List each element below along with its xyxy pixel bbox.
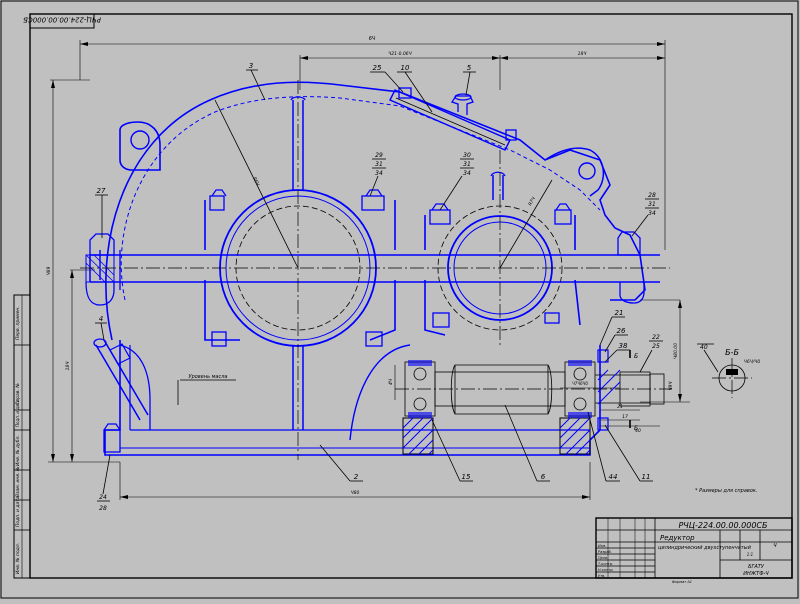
title-scale: 1:1 xyxy=(747,552,753,557)
cut-marks: Б Б xyxy=(629,350,638,432)
section-label: Б-Б xyxy=(725,348,739,357)
title-row: Т.контр. xyxy=(598,562,613,566)
dim-right-height: Ч80.00 xyxy=(673,343,679,359)
housing-cover xyxy=(99,81,646,341)
pos-34a: 34 xyxy=(375,170,383,177)
position-callouts: 3 25 10 5 27 29 31 34 30 31 34 28 31 34 … xyxy=(95,62,663,512)
title-row: Н.контр. xyxy=(598,568,614,572)
pos-31c: 31 xyxy=(648,201,656,208)
pos-30: 30 xyxy=(463,152,471,159)
cut-mark-label: Б xyxy=(634,425,638,432)
title-sheet: Ч xyxy=(773,543,777,549)
title-row: Изм. xyxy=(598,544,606,548)
pos-4: 4 xyxy=(99,315,103,323)
dim-top-right: 18Ч xyxy=(578,51,587,57)
pos-21: 21 xyxy=(615,309,624,317)
pos-11: 11 xyxy=(642,473,651,481)
title-row: Утв. xyxy=(598,574,605,578)
pos-5: 5 xyxy=(467,64,472,72)
dim-bearing: 4Ч xyxy=(388,379,394,385)
pos-38: 38 xyxy=(619,342,628,350)
pos-28a: 28 xyxy=(648,192,656,199)
pos-34c: 34 xyxy=(648,210,656,217)
title-block: РЧЦ-224.00.00.000СБ Редуктор цилиндричес… xyxy=(595,517,793,584)
title-row: Разраб. xyxy=(598,550,612,554)
title-name: Редуктор xyxy=(660,534,695,542)
pos-29: 29 xyxy=(375,152,383,159)
strip-label: Подп. и дата xyxy=(15,496,21,527)
pos-3: 3 xyxy=(249,62,253,70)
dim-height-left: Ч89 xyxy=(46,266,52,275)
strip-label: Подп. и дата xyxy=(15,399,20,427)
dim-radius-small: R7Ч xyxy=(527,196,537,207)
section-view: Б-Б Ч6Ч/Ч0 40 xyxy=(697,343,761,398)
cover-ribs xyxy=(290,96,506,200)
bearing-bosses xyxy=(204,189,581,347)
pos-15: 15 xyxy=(462,473,471,481)
strip-label: Инв. № дубл. xyxy=(15,435,21,466)
dimension-texts: 6Ч Ч21-0.06Ч 18Ч Ч89 18Ч R6Ч R7Ч Ч80.00 … xyxy=(46,36,758,496)
note-text: * Размеры для справок. xyxy=(695,488,758,494)
cut-mark-label: Б xyxy=(634,353,638,360)
corner-stamp: РЧЦ-224.00.00.000СБ xyxy=(23,16,101,24)
dim-shaft: Ч7Ч6Ч0 xyxy=(572,381,588,386)
title-org: БГАТУ xyxy=(748,564,765,570)
title-org-group: ИНЖТФ-Ч xyxy=(743,571,769,577)
dim-height-mid: 18Ч xyxy=(65,362,71,371)
pos-31a: 31 xyxy=(375,161,383,168)
dim-21: 21 xyxy=(617,404,623,410)
dim-top-center: Ч21-0.06Ч xyxy=(388,51,412,57)
oil-level-label: Уровень масла xyxy=(189,374,228,380)
strip-label: Справ. № xyxy=(15,383,21,405)
dim-overall-length: 6Ч xyxy=(369,36,376,42)
dim-radius-large: R6Ч xyxy=(251,176,260,187)
pos-6: 6 xyxy=(541,473,546,481)
pos-25b: 25 xyxy=(652,343,660,350)
left-margin-strip: Перв. примен. Справ. № Подп. и дата Инв.… xyxy=(13,294,31,579)
pos-34b: 34 xyxy=(463,170,471,177)
dim-17: 17 xyxy=(622,414,628,420)
dimension-lines xyxy=(48,40,690,500)
pos-28b: 28 xyxy=(99,505,107,512)
pos-10: 10 xyxy=(401,64,410,72)
pos-26: 26 xyxy=(617,327,626,335)
pos-27: 27 xyxy=(97,187,106,195)
section-scale: Ч6Ч/Ч0 xyxy=(744,359,761,365)
corner-stamp-box xyxy=(29,13,95,29)
center-lines xyxy=(80,80,672,460)
pos-25: 25 xyxy=(373,64,382,72)
dim-bottom-width: Ч80 xyxy=(351,490,360,496)
pos-44: 44 xyxy=(609,473,618,481)
title-designation: РЧЦ-224.00.00.000СБ xyxy=(678,521,768,530)
strip-label: Перв. примен. xyxy=(15,306,21,340)
pos-31b: 31 xyxy=(463,161,471,168)
strip-label: Взам. инв. № xyxy=(15,466,21,497)
dim-shaft-diam: Ч9Ч xyxy=(668,381,674,390)
pos-24: 24 xyxy=(99,494,107,501)
dim-40: 40 xyxy=(635,428,641,434)
pos-22: 22 xyxy=(652,334,660,341)
strip-label: Инв. № подл. xyxy=(15,543,21,574)
title-row: Пров. xyxy=(598,556,608,560)
title-name-sub: цилиндрический двухступенчатый xyxy=(658,545,752,551)
parting-flange xyxy=(85,231,660,306)
housing-base xyxy=(103,340,601,456)
pos-2: 2 xyxy=(354,473,359,481)
title-format: Формат A1 xyxy=(672,580,692,584)
section-note-label: 40 xyxy=(700,344,708,351)
oil-dipstick xyxy=(93,338,151,430)
